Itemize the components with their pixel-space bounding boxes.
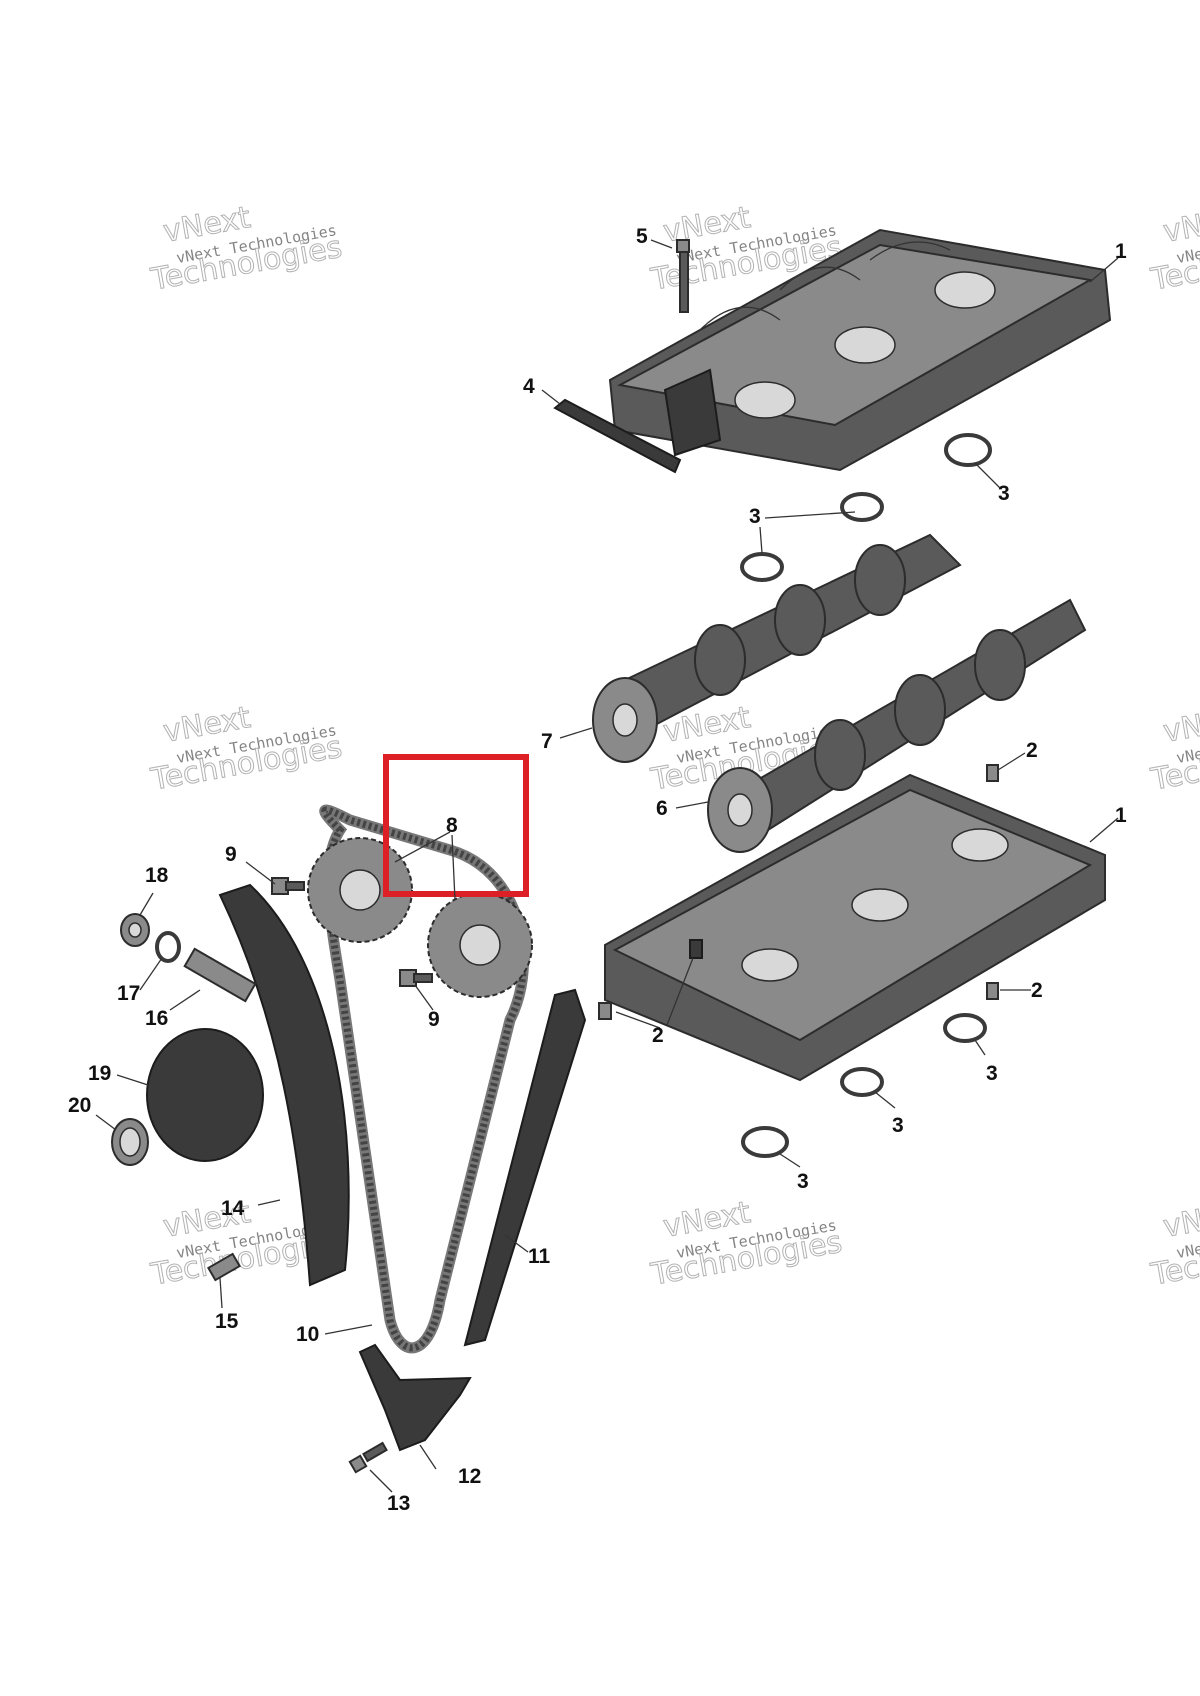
svg-text:vNext: vNext bbox=[1161, 1195, 1200, 1245]
callout-9-lower: 9 bbox=[428, 1008, 440, 1031]
callout-14: 14 bbox=[221, 1197, 245, 1220]
part-5-bolt bbox=[676, 239, 690, 313]
callout-9-upper: 9 bbox=[225, 843, 237, 866]
part-12-chain-guide-lower bbox=[358, 1343, 472, 1452]
part-1-lower-camshaft-carrier bbox=[604, 773, 1106, 1082]
callout-2: 2 bbox=[1026, 739, 1038, 762]
callout-18: 18 bbox=[145, 864, 169, 887]
callout-10: 10 bbox=[296, 1323, 319, 1346]
highlight-box bbox=[383, 754, 529, 897]
callout-13: 13 bbox=[387, 1492, 410, 1515]
callout-19: 19 bbox=[88, 1062, 111, 1085]
watermark: vNext vNext Technologies Technologies bbox=[147, 200, 345, 299]
leader-lines bbox=[95, 239, 1119, 1493]
callout-2: 2 bbox=[1031, 979, 1043, 1002]
part-13-bolt bbox=[348, 1441, 388, 1474]
part-4-chain-guide-strip bbox=[553, 398, 682, 474]
part-9-bolts bbox=[271, 877, 433, 987]
callout-3: 3 bbox=[749, 505, 761, 528]
part-11-chain-guide-rail bbox=[463, 988, 587, 1347]
part-16-pin bbox=[183, 947, 257, 1003]
watermark: vNext vNext Technologies Technologies bbox=[647, 200, 845, 299]
callout-3: 3 bbox=[892, 1114, 904, 1137]
watermark: vNext vNext Technologies Technologies bbox=[1147, 200, 1200, 299]
callout-2: 2 bbox=[652, 1024, 664, 1047]
callout-20: 20 bbox=[68, 1094, 91, 1117]
callout-3: 3 bbox=[998, 482, 1010, 505]
watermark: vNext vNext Technologies Technologies bbox=[147, 700, 345, 799]
part-7-camshaft-intake bbox=[592, 533, 962, 763]
watermark: vNext vNext Technologies Technologies bbox=[1147, 700, 1200, 799]
callout-3: 3 bbox=[986, 1062, 998, 1085]
callout-5: 5 bbox=[636, 225, 648, 248]
callout-12: 12 bbox=[458, 1465, 481, 1488]
callout-6: 6 bbox=[656, 797, 668, 820]
part-17-ring bbox=[155, 931, 181, 963]
part-20-ring bbox=[111, 1118, 149, 1166]
part-3-rings-lower bbox=[741, 1013, 987, 1158]
callout-3: 3 bbox=[797, 1170, 809, 1193]
callout-15: 15 bbox=[215, 1310, 239, 1333]
watermark: vNext vNext Technologies Technologies bbox=[1147, 1195, 1200, 1294]
callout-7: 7 bbox=[541, 730, 553, 753]
callout-1-upper: 1 bbox=[1115, 240, 1127, 263]
svg-text:vNext: vNext bbox=[1161, 200, 1200, 250]
part-18-plug bbox=[120, 913, 150, 947]
callout-8: 8 bbox=[446, 814, 458, 837]
callout-11: 11 bbox=[528, 1245, 551, 1268]
callout-labels: 1 5 4 3 3 2 1 7 6 8 9 9 2 2 3 3 3 11 10 … bbox=[68, 225, 1127, 1515]
callout-4: 4 bbox=[523, 375, 535, 398]
part-19-sprocket-cover bbox=[146, 1028, 264, 1162]
svg-text:vNext: vNext bbox=[1161, 700, 1200, 750]
watermark: vNext vNext Technologies Technologies bbox=[647, 1195, 845, 1294]
callout-16: 16 bbox=[145, 1007, 168, 1030]
part-14-tensioner-rail bbox=[218, 883, 350, 1287]
callout-1-lower: 1 bbox=[1115, 804, 1127, 827]
part-15-bolt bbox=[207, 1252, 241, 1282]
part-3-rings-upper bbox=[740, 433, 992, 582]
part-1-upper-camshaft-cap-frame bbox=[608, 228, 1112, 472]
part-6-camshaft-exhaust bbox=[707, 598, 1087, 853]
callout-17: 17 bbox=[117, 982, 140, 1005]
part-2-dowel-pins bbox=[598, 764, 999, 1020]
